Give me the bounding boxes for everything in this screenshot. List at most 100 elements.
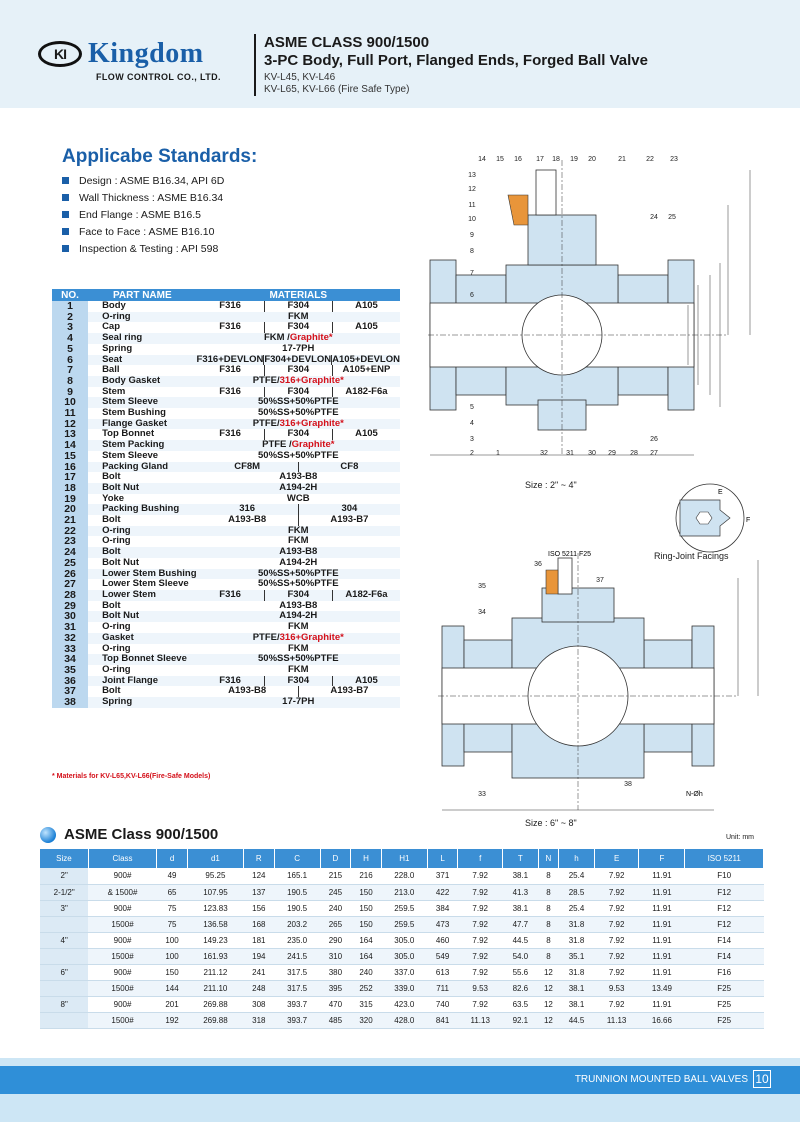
standards-title: Applicabe Standards: (62, 146, 258, 167)
dims-value-cell: 241 (243, 964, 275, 981)
dims-value-cell: 473 (427, 916, 458, 933)
dims-header-cell: E (594, 849, 640, 868)
material-value: PTFE/ (252, 417, 280, 429)
dims-header-cell: R (243, 849, 275, 868)
dims-value-cell: F10 (684, 868, 764, 885)
dims-value-cell: 55.6 (502, 964, 539, 981)
material-value: 50%SS+50%PTFE (258, 396, 339, 408)
dims-value-cell: 8 (538, 932, 559, 949)
material-value: F304 (263, 386, 332, 398)
dims-header-cell: H (350, 849, 382, 868)
dims-header-cell: T (502, 849, 539, 868)
dims-value-cell: 194 (243, 948, 275, 965)
dims-value-cell: 371 (427, 868, 458, 885)
part-materials: PTFE/316+Graphite* (196, 417, 400, 430)
material-value: F304+DEVLON (263, 353, 332, 366)
dims-value-cell: 38.1 (558, 996, 595, 1013)
standard-text: Wall Thickness : ASME B16.34 (79, 191, 224, 204)
size-cell: 8" (40, 996, 89, 1013)
dims-value-cell: 248 (243, 980, 275, 997)
dims-value-cell: 228.0 (381, 868, 428, 885)
logo-mark: KI (38, 41, 82, 67)
size-cell: 6" (40, 964, 89, 981)
part-number: 21 (52, 515, 89, 526)
dims-header-cell: H1 (381, 849, 428, 868)
dims-value-cell: 7.92 (594, 964, 639, 981)
part-name: Bolt Nut (88, 611, 197, 623)
part-materials: 50%SS+50%PTFE (196, 407, 400, 419)
part-number: 30 (52, 611, 89, 623)
company-logo: KI Kingdom (38, 38, 204, 70)
part-number: 11 (52, 408, 89, 419)
material-value: WCB (286, 492, 310, 504)
page-subtitle: 3-PC Body, Full Port, Flanged Ends, Forg… (264, 52, 648, 69)
material-value: FKM / (263, 332, 290, 344)
dims-value-cell: 8 (538, 900, 559, 917)
dims-value-cell: 11.13 (457, 1012, 503, 1029)
part-name: O-ring (88, 525, 197, 537)
callout-label: 27 (650, 450, 658, 457)
dims-value-cell: 192 (156, 1012, 188, 1029)
callout-label: 20 (588, 156, 596, 163)
parts-header-no: NO. (52, 289, 89, 301)
dims-value-cell: 269.88 (187, 996, 244, 1013)
part-name: O-ring (88, 664, 197, 676)
dims-value-cell: 181 (243, 932, 275, 949)
callout-label: 16 (514, 156, 522, 163)
dims-value-cell: 423.0 (381, 996, 428, 1013)
material-value: F316 (219, 588, 241, 600)
part-materials: A193-B8 (196, 600, 400, 612)
material-value: A105+DEVLON (331, 353, 400, 366)
part-number: 31 (52, 622, 89, 633)
standard-item: Inspection & Testing : API 598 (62, 240, 224, 257)
material-value: F304 (263, 675, 332, 687)
part-number: 4 (52, 333, 89, 344)
material-value: F316 (219, 300, 241, 311)
size-cell (40, 948, 89, 965)
dims-value-cell: 28.5 (558, 884, 595, 901)
dims-value-cell: 165.1 (274, 868, 321, 885)
part-name: Stem Bushing (88, 407, 197, 419)
material-value: 316+Graphite* (279, 417, 344, 429)
dims-value-cell: 337.0 (381, 964, 428, 981)
material-value: A105+ENP (331, 365, 400, 376)
material-value: 316+Graphite* (279, 374, 344, 386)
dims-value-cell: 25.4 (558, 900, 595, 917)
class-cell: 900# (88, 900, 157, 917)
dims-value-cell: 25.4 (558, 868, 595, 885)
callout-label: 2 (470, 450, 474, 457)
part-name: Bolt (88, 546, 197, 558)
part-name: Spring (88, 696, 197, 708)
material-value: 50%SS+50%PTFE (258, 407, 339, 419)
dims-value-cell: 136.58 (187, 916, 244, 933)
part-name: Ball (88, 365, 197, 376)
part-name: Packing Gland (88, 461, 197, 473)
dims-value-cell: 393.7 (274, 996, 321, 1013)
dims-value-cell: 841 (427, 1012, 458, 1029)
dims-value-cell: 95.25 (187, 868, 244, 885)
dims-header-cell: f (457, 849, 503, 868)
part-number: 20 (52, 504, 89, 516)
callout-label: 15 (496, 156, 504, 163)
part-name: Lower Stem Sleeve (88, 579, 197, 590)
dims-value-cell: 100 (156, 948, 188, 965)
part-number: 24 (52, 547, 89, 558)
callout-label: 33 (478, 791, 486, 798)
dims-value-cell: 47.7 (502, 916, 539, 933)
dims-value-cell: F14 (684, 932, 764, 949)
